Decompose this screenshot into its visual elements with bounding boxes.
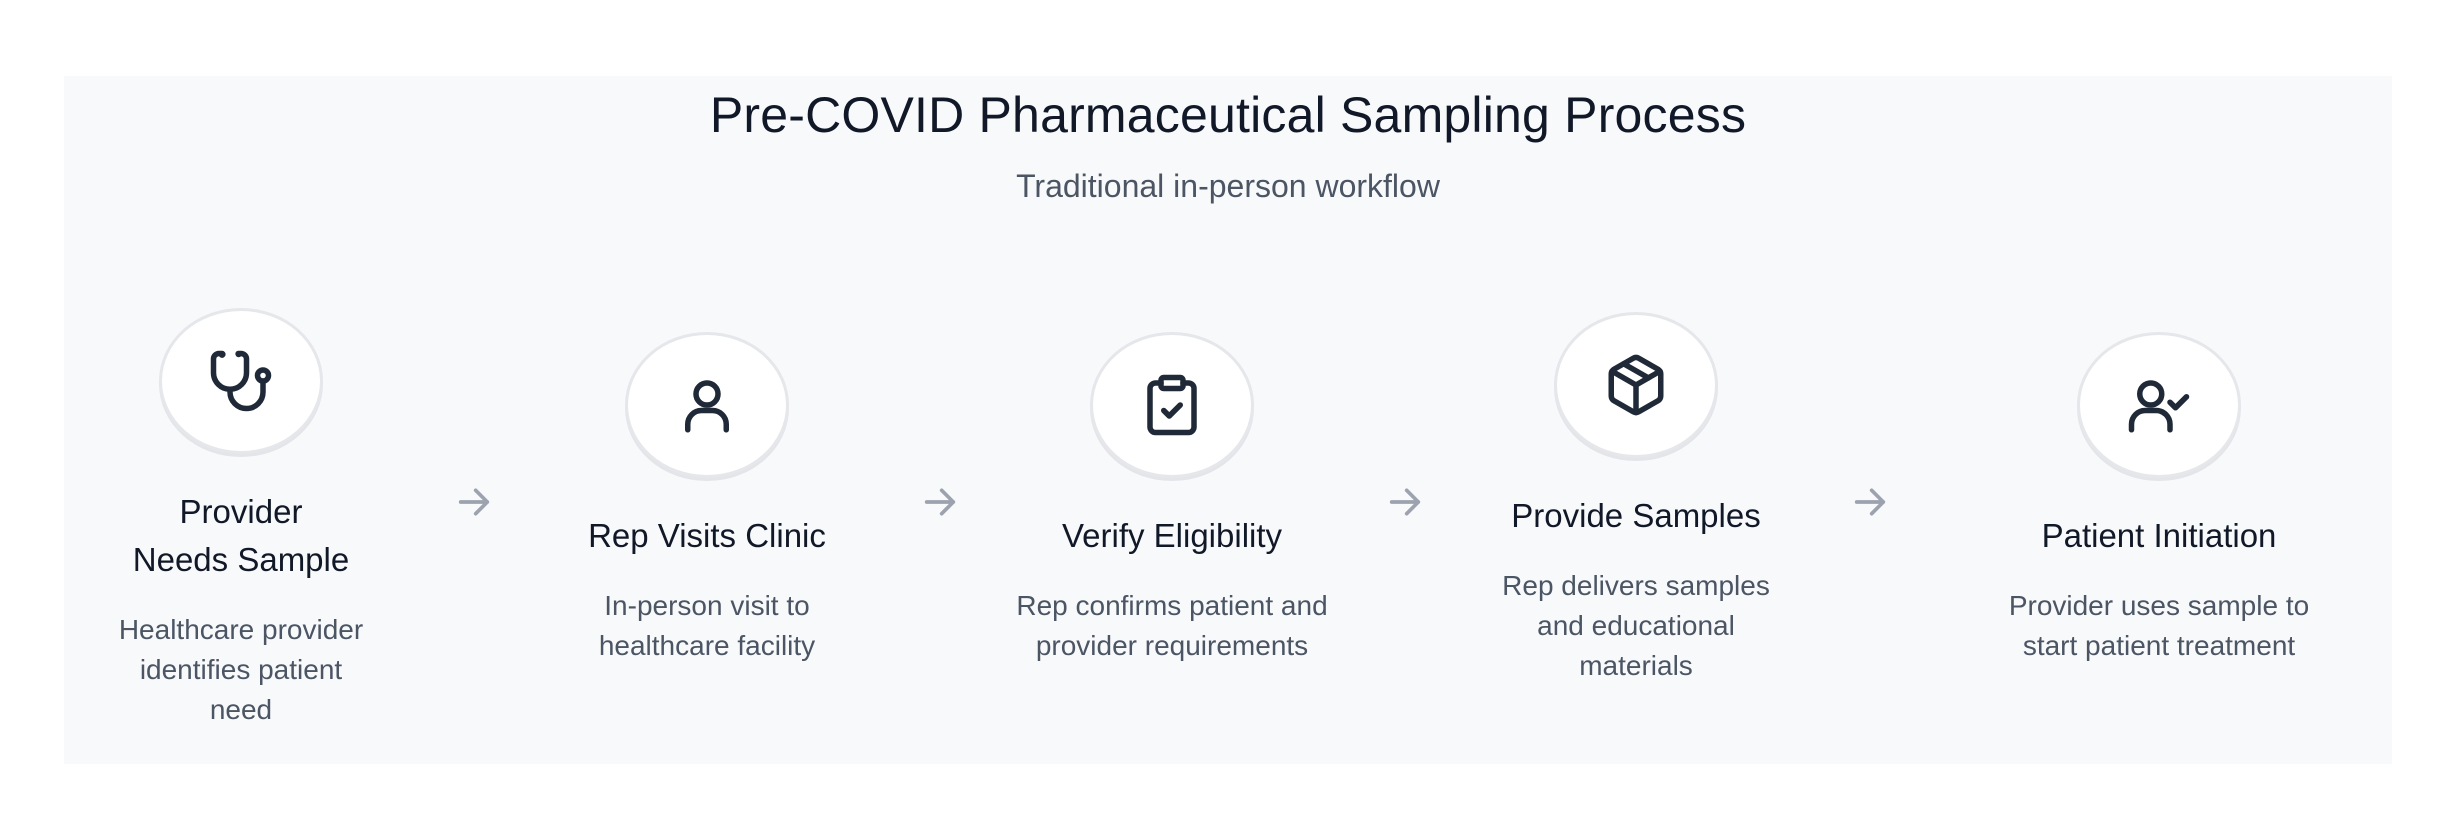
arrow-right-icon — [454, 482, 494, 522]
user-icon — [685, 380, 729, 433]
arrow-right-icon — [1385, 482, 1425, 522]
step-rep-visits-clinic: Rep Visits Clinic In-person visit to hea… — [537, 332, 877, 666]
arrow-right-icon — [1850, 482, 1890, 522]
step-icon-circle — [1090, 332, 1254, 478]
stethoscope-icon — [210, 350, 272, 412]
step-icon-circle — [1554, 312, 1718, 458]
step-provide-samples: Provide Samples Rep delivers samples and… — [1466, 312, 1806, 686]
clipboard-check-icon — [1147, 374, 1197, 436]
step-description: In-person visit to healthcare facility — [598, 590, 816, 661]
step-description: Rep confirms patient and provider requir… — [1016, 590, 1328, 661]
step-icon-circle — [2077, 332, 2241, 478]
diagram-title: Pre-COVID Pharmaceutical Sampling Proces… — [709, 87, 1747, 143]
step-verify-eligibility: Verify Eligibility Rep confirms patient … — [1002, 332, 1342, 666]
step-provider-needs-sample: Provider Needs Sample Healthcare provide… — [71, 308, 411, 730]
diagram-subtitle: Traditional in-person workflow — [1016, 168, 1440, 204]
arrow-right-icon — [920, 482, 960, 522]
step-icon-circle — [159, 308, 323, 454]
step-description: Healthcare provider identifies patient n… — [118, 614, 364, 725]
step-patient-initiation: Patient Initiation Provider uses sample … — [1989, 332, 2329, 666]
step-description: Rep delivers samples and educational mat… — [1502, 570, 1770, 681]
step-title: Provide Samples — [1511, 497, 1761, 534]
step-description: Provider uses sample to start patient tr… — [2008, 590, 2310, 661]
step-title: Verify Eligibility — [1061, 517, 1283, 554]
step-title: Rep Visits Clinic — [588, 517, 826, 554]
step-title: Provider Needs Sample — [132, 493, 350, 578]
step-title: Patient Initiation — [2041, 517, 2277, 554]
user-check-icon — [2128, 380, 2190, 433]
step-icon-circle — [625, 332, 789, 478]
package-icon — [1608, 354, 1664, 416]
